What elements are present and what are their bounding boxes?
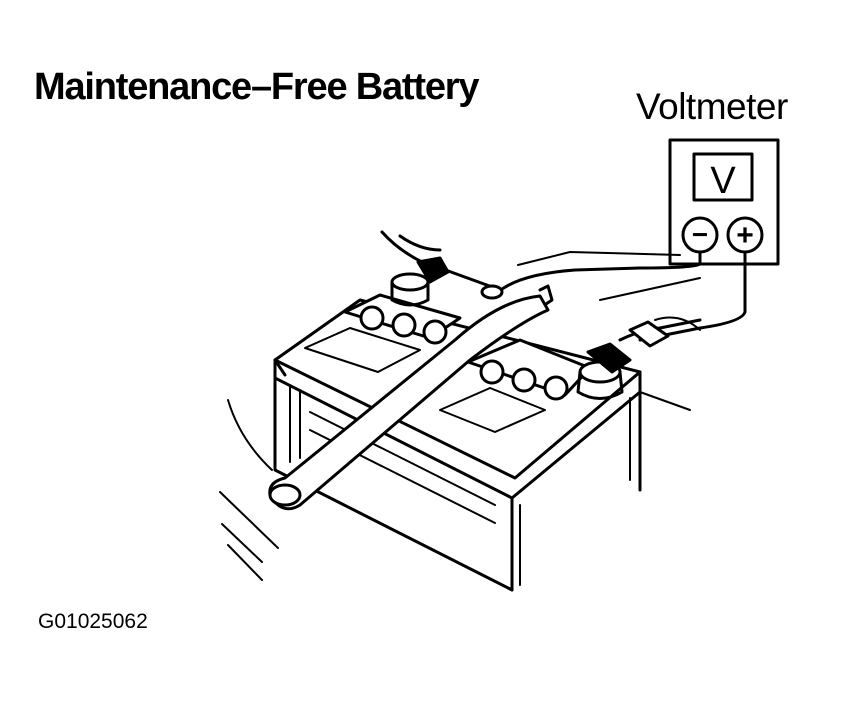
negative-terminal-clamp bbox=[380, 230, 504, 307]
voltmeter-display bbox=[692, 152, 754, 202]
battery-illustration bbox=[273, 293, 642, 592]
figure-id: G01025062 bbox=[38, 610, 148, 633]
voltmeter-icon bbox=[668, 138, 780, 266]
hold-down-bar bbox=[268, 284, 554, 511]
frame-line bbox=[517, 251, 681, 266]
positive-test-lead bbox=[638, 250, 747, 342]
voltmeter-display-text: V bbox=[710, 160, 736, 202]
voltmeter-label: Voltmeter bbox=[636, 86, 788, 127]
positive-symbol: + bbox=[736, 219, 754, 252]
diagram-title: Maintenance–Free Battery bbox=[34, 66, 479, 108]
negative-symbol: − bbox=[692, 219, 708, 250]
negative-test-lead bbox=[496, 250, 702, 294]
positive-terminal-clamp bbox=[576, 316, 702, 400]
